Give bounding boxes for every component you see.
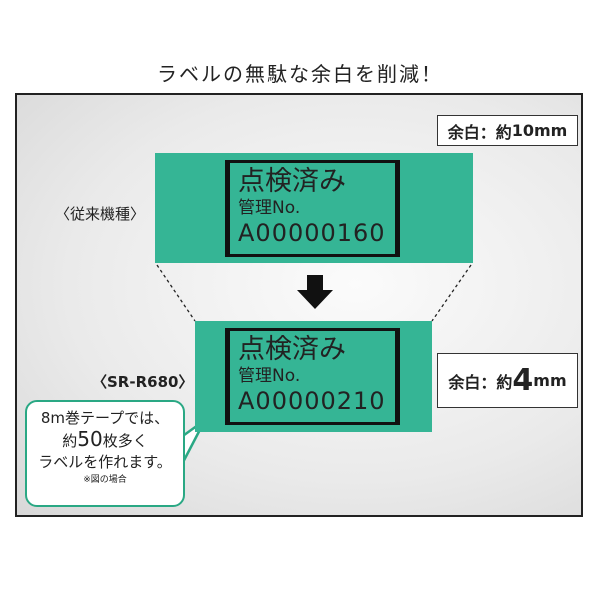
new-label-tape: 点検済み 管理No. A00000210 — [195, 321, 432, 432]
bubble-line-1: 8m巻テープでは、 — [40, 409, 170, 427]
label-line-1: 点検済み — [238, 334, 346, 365]
old-model-label: 〈従来機種〉 — [55, 205, 146, 223]
dashed-line-right — [431, 264, 472, 322]
bubble-line-3: ラベルを作れます。 — [38, 453, 172, 471]
label-line-1: 点検済み — [238, 166, 346, 197]
label-line-3: A00000210 — [238, 387, 386, 415]
margin-unit: mm — [533, 121, 568, 140]
bubble-note: ※図の場合 — [83, 475, 127, 485]
bubble-number: 50 — [77, 427, 103, 451]
label-line-3: A00000160 — [238, 219, 386, 247]
bubble-prefix: 約 — [62, 432, 78, 450]
margin-value: 10 — [511, 121, 534, 140]
bubble-suffix: 枚多く — [102, 432, 148, 450]
margin-prefix: 余白：約 — [447, 122, 512, 142]
margin-prefix: 余白：約 — [448, 372, 513, 392]
margin-value: 4 — [512, 363, 534, 398]
new-model-label: 〈SR-R680〉 — [92, 373, 194, 391]
old-label-tape: 点検済み 管理No. A00000160 — [155, 153, 473, 263]
down-arrow-icon — [297, 275, 333, 309]
page-title: ラベルの無駄な余白を削減！ — [157, 62, 443, 86]
new-label-print: 点検済み 管理No. A00000210 — [225, 328, 400, 425]
label-line-2: 管理No. — [238, 198, 301, 218]
old-label-print: 点検済み 管理No. A00000160 — [225, 160, 400, 257]
label-line-2: 管理No. — [238, 366, 301, 386]
margin-unit: mm — [533, 371, 567, 390]
callout-bubble: 8m巻テープでは、 約50枚多く ラベルを作れます。 ※図の場合 — [25, 400, 185, 507]
bubble-line-2: 約50枚多く — [27, 429, 183, 452]
dashed-line-left — [156, 264, 196, 322]
